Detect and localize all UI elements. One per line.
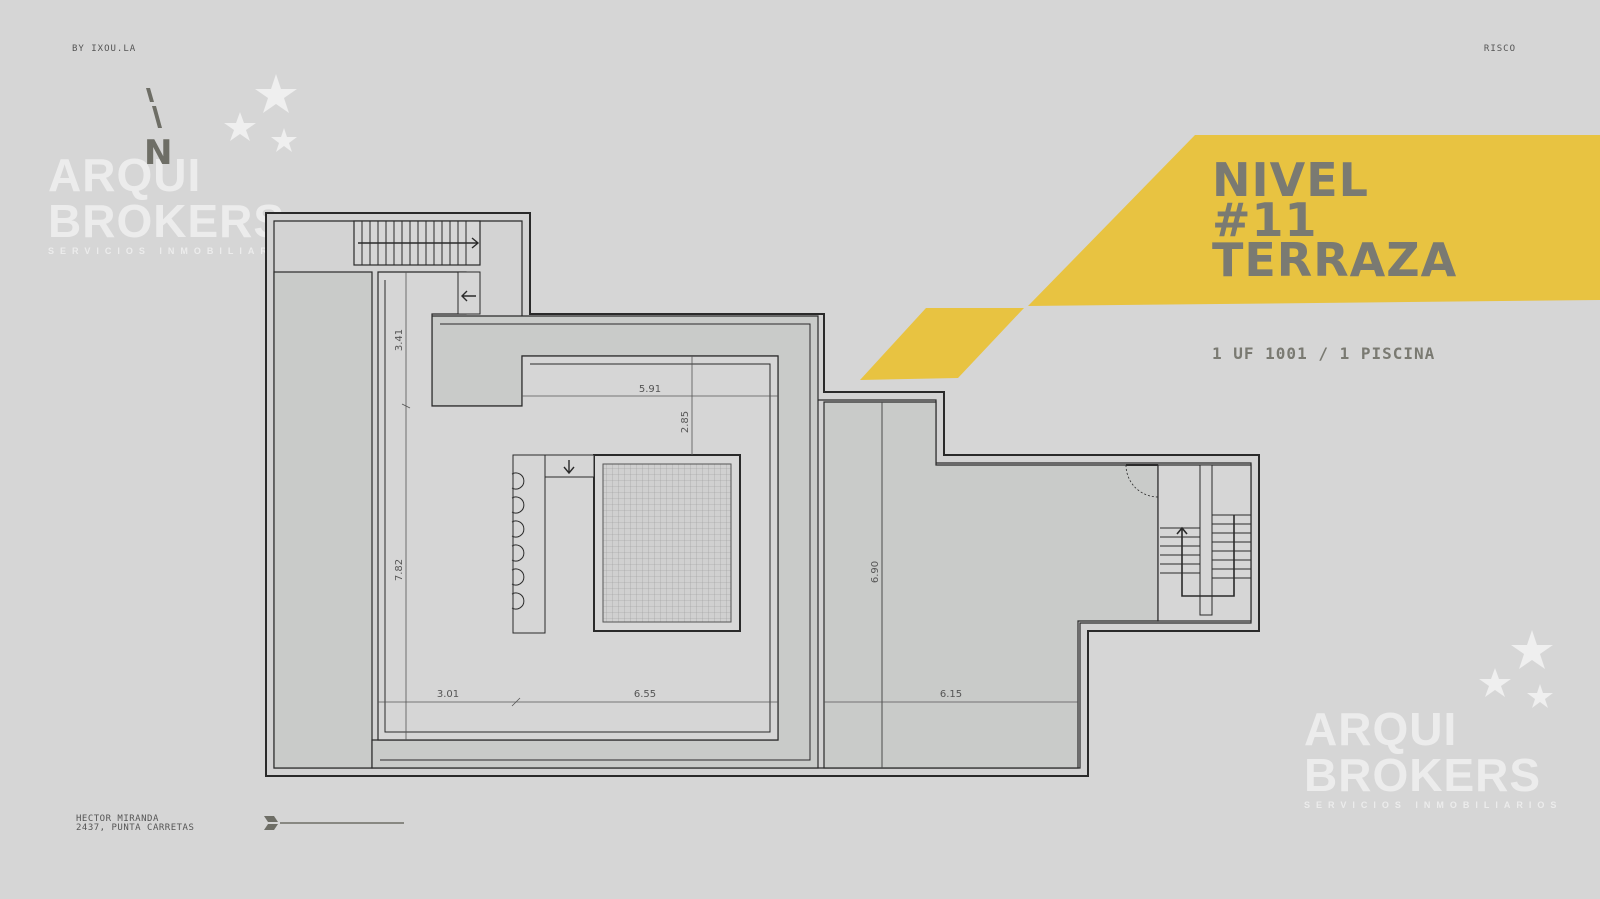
title-line-3: TERRAZA [1212,233,1458,287]
watermark-tagline: SERVICIOS INMOBILIARIOS [48,246,307,256]
level-title: NIVEL #11 TERRAZA [1212,153,1458,287]
star-icon [1527,684,1553,708]
address-block: HECTOR MIRANDA 2437, PUNTA CARRETAS [76,815,194,833]
watermark-logo: ARQUI BROKERS SERVICIOS INMOBILIARIOS [1304,706,1562,810]
title-line-2: #11 [1212,193,1318,247]
dimension-label: 2.85 [680,411,691,433]
dimension-label: 6.15 [940,689,962,700]
watermark-logo: ARQUI BROKERS SERVICIOS INMOBILIARIOS [48,152,306,256]
dimension-label: 5.91 [639,384,661,395]
watermark-line-2: BROKERS [48,195,286,247]
door-swing [1125,464,1159,498]
planter-left [273,271,373,769]
arrow-logo-icon [264,816,404,830]
watermark-line-2: BROKERS [1304,749,1542,801]
project-name: RISCO [1483,44,1516,54]
dimension-label: 3.41 [394,329,405,351]
bar-counter [512,454,546,634]
star-icon [1511,630,1553,669]
compass-label: N [144,133,172,173]
watermark-line-1: ARQUI [48,149,202,201]
address-line-1: HECTOR MIRANDA [76,814,159,824]
dimension-label: 3.01 [437,689,459,700]
star-icon [271,128,297,152]
dimension-label: 6.55 [634,689,656,700]
star-icon [224,112,256,141]
watermark-tagline: SERVICIOS INMOBILIARIOS [1304,800,1563,810]
title-line-1: NIVEL [1212,153,1369,207]
credit-text: BY IXOU.LA [72,44,137,54]
unit-subtitle: 1 UF 1001 / 1 PISCINA [1212,344,1436,363]
north-compass-icon: N [144,88,172,173]
dimension-label: 6.90 [870,561,881,583]
address-line-2: 2437, PUNTA CARRETAS [76,823,195,833]
star-icon [255,74,297,113]
star-icon [1479,668,1511,697]
watermark-line-1: ARQUI [1304,703,1458,755]
dimension-label: 7.82 [394,559,405,581]
